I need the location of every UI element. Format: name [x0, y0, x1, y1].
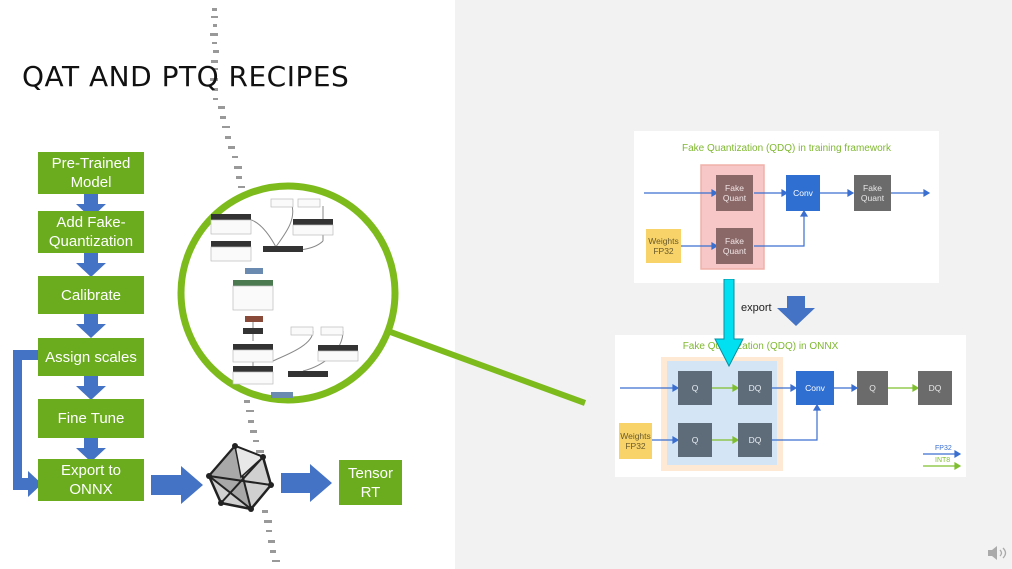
loop-back-arrow — [13, 350, 42, 497]
training-diagram-title: Fake Quantization (QDQ) in training fram… — [682, 143, 891, 154]
zoom-lens — [177, 182, 399, 404]
onnx-dq-activation: DQ — [738, 371, 772, 405]
zoomed-cards — [210, 198, 359, 385]
highlight-arrow — [714, 279, 744, 368]
flow-arrow-1 — [76, 194, 106, 218]
zoom-connector-line — [383, 327, 587, 406]
flow-arrow-5 — [76, 438, 106, 462]
slide-title: QAT AND PTQ RECIPES — [22, 60, 350, 93]
step-calibrate: Calibrate — [38, 276, 144, 314]
export-down-arrow — [777, 296, 815, 326]
onnx-diagram-card: Fake Quantization (QDQ) in ONNX Q DQ Q D… — [615, 335, 966, 477]
onnx-q-weights: Q — [678, 423, 712, 457]
speaker-icon[interactable] — [987, 545, 1009, 561]
flow-arrow-3 — [76, 314, 106, 338]
legend-int8: INT8 — [935, 457, 951, 464]
tensorrt-arrow — [281, 464, 332, 502]
onnx-conv: Conv — [796, 371, 834, 405]
step-fine-tune: Fine Tune — [38, 399, 144, 438]
onnx-q-activation: Q — [678, 371, 712, 405]
onnx-diagram-title: Fake Quantization (QDQ) in ONNX — [682, 341, 839, 352]
flow-arrows — [13, 194, 332, 504]
onnx-diagram-edges — [620, 357, 962, 471]
step-export-to-onnx: Export to ONNX — [38, 459, 144, 501]
fake-quant-activation: Fake Quant — [716, 175, 753, 211]
legend-fp32: FP32 — [935, 445, 952, 452]
step-add-fake-quantization: Add Fake- Quantization — [38, 211, 144, 253]
zoomed-nodes — [211, 214, 358, 398]
training-diagram-card: Fake Quantization (QDQ) in training fram… — [634, 131, 939, 283]
flow-arrow-4 — [76, 376, 106, 400]
step-assign-scales: Assign scales — [38, 338, 144, 376]
export-label: export — [741, 302, 772, 314]
training-conv: Conv — [786, 175, 820, 211]
fake-quant-weights: Fake Quant — [716, 228, 753, 264]
onnx-q-output: Q — [857, 371, 888, 405]
onnx-dq-output: DQ — [918, 371, 952, 405]
export-arrow — [151, 466, 203, 504]
step-pre-trained-model: Pre-Trained Model — [38, 152, 144, 194]
onnx-weights: Weights FP32 — [619, 423, 652, 459]
training-weights: Weights FP32 — [646, 229, 681, 263]
onnx-logo-icon — [206, 443, 274, 512]
flow-arrow-2 — [76, 253, 106, 277]
onnx-dq-weights: DQ — [738, 423, 772, 457]
fake-quant-output: Fake Quant — [854, 175, 891, 211]
tensorrt-box: Tensor RT — [339, 460, 402, 505]
netron-graph-strip — [210, 8, 280, 562]
